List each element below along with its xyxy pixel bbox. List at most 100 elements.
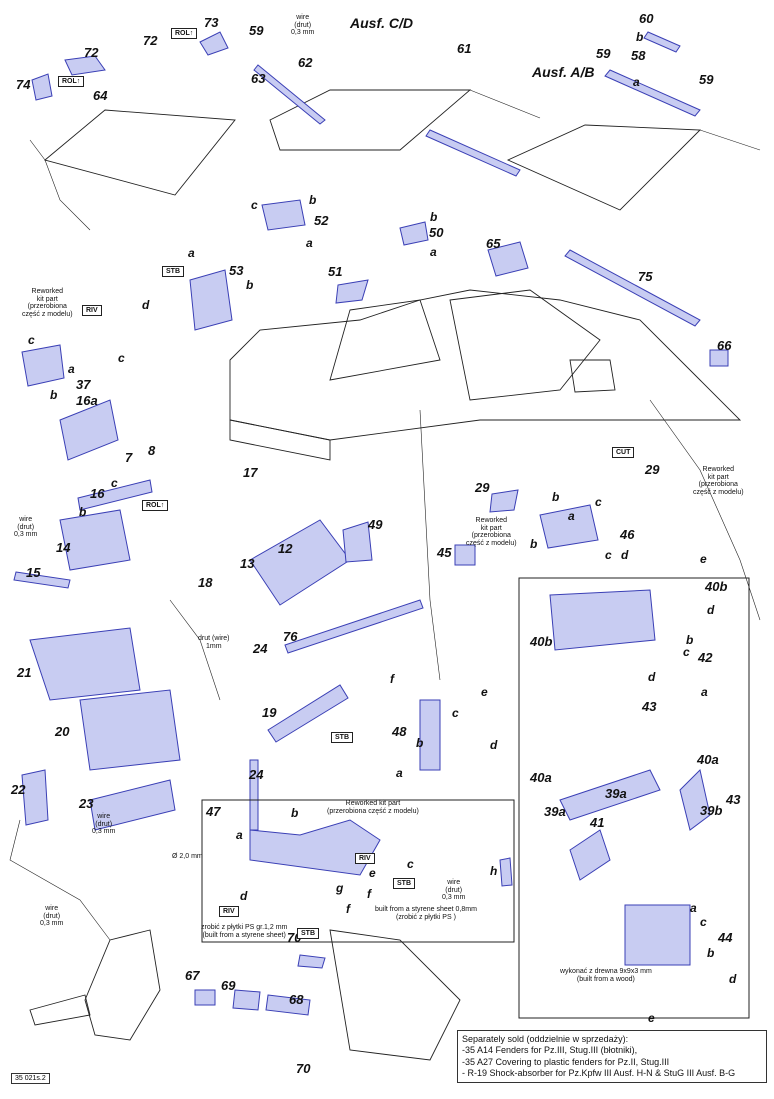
stamp-label: RIV xyxy=(82,305,102,316)
annotation-text: wykonać z drewna 9x9x3 mm (built from a … xyxy=(560,968,652,983)
part-label: g xyxy=(336,881,344,895)
part-label: 53 xyxy=(229,263,244,278)
part-label: 66 xyxy=(717,338,732,353)
annotation-text: built from a styrene sheet 0,8mm (zrobić… xyxy=(375,906,477,921)
title-ausf-ab: Ausf. A/B xyxy=(532,64,595,80)
annotation-text: Reworked kit part (przerobiona część z m… xyxy=(466,517,517,548)
part-label: d xyxy=(142,298,150,312)
note-item: -35 A14 Fenders for Pz.III, Stug.III (bł… xyxy=(462,1045,638,1056)
part-label: 16a xyxy=(76,393,98,408)
annotation-text: wire (drut) 0,3 mm xyxy=(92,813,116,836)
annotation-text: drut (wire) 1mm xyxy=(198,635,230,650)
part-label: 16 xyxy=(90,486,105,501)
part-47-h xyxy=(499,857,513,887)
part-48 xyxy=(419,699,441,771)
part-label: 13 xyxy=(240,556,255,571)
note-item: -35 A27 Covering to plastic fenders for … xyxy=(462,1056,670,1067)
part-22 xyxy=(21,769,49,826)
part-61 xyxy=(425,129,521,177)
part-label: c xyxy=(251,198,258,212)
part-16a xyxy=(59,399,119,461)
part-74 xyxy=(31,73,53,101)
transmission-cover xyxy=(329,929,461,1061)
gun-barrel xyxy=(29,994,91,1026)
part-label: a xyxy=(396,766,403,780)
part-label: b xyxy=(416,736,424,750)
part-label: 29 xyxy=(475,480,490,495)
part-76 xyxy=(284,599,424,654)
separately-sold-note: Separately sold (oddzielnie w sprzedaży)… xyxy=(457,1030,767,1083)
part-label: 40a xyxy=(530,770,552,785)
part-label: 62 xyxy=(298,55,313,70)
part-label: 39b xyxy=(700,803,723,818)
part-49 xyxy=(342,521,373,563)
part-label: 21 xyxy=(17,665,32,680)
part-45 xyxy=(454,544,476,566)
part-21 xyxy=(29,627,141,701)
part-label: 48 xyxy=(392,724,407,739)
gun-mantlet xyxy=(84,929,161,1041)
part-label: 52 xyxy=(314,213,329,228)
part-label: a xyxy=(568,509,575,523)
part-47-b xyxy=(249,819,381,876)
part-label: 24 xyxy=(249,767,264,782)
part-16 xyxy=(77,479,153,511)
part-label: d xyxy=(707,603,715,617)
part-label: 24 xyxy=(253,641,268,656)
hull-edge xyxy=(469,89,541,119)
part-label: d xyxy=(240,889,248,903)
part-label: 8 xyxy=(148,443,156,458)
part-label: e xyxy=(648,1011,655,1025)
part-69 xyxy=(232,989,261,1011)
annotation-text: wire (drut) 0,3 mm xyxy=(14,516,38,539)
part-39a xyxy=(569,829,611,881)
annotation-text: Ø 2,0 mm xyxy=(172,853,203,860)
part-label: 59 xyxy=(249,23,264,38)
part-label: e xyxy=(700,552,707,566)
part-label: d xyxy=(490,738,498,752)
part-label: 47 xyxy=(206,804,221,819)
part-70 xyxy=(297,954,326,969)
part-label: f xyxy=(367,887,371,901)
part-63 xyxy=(253,64,326,125)
stamp-label: ROL↑ xyxy=(58,76,85,87)
part-label: 59 xyxy=(699,72,714,87)
stamp-label: CUT xyxy=(612,447,635,458)
part-label: 59 xyxy=(596,46,611,61)
part-label: f xyxy=(346,902,350,916)
part-label: c xyxy=(111,476,118,490)
part-label: 17 xyxy=(243,465,258,480)
part-label: 49 xyxy=(368,517,383,532)
stamp-label: ROL↑ xyxy=(142,500,169,511)
part-label: 72 xyxy=(143,33,158,48)
radio-box xyxy=(569,359,616,393)
part-label: 65 xyxy=(486,236,501,251)
part-40b xyxy=(549,589,656,651)
part-label: b xyxy=(686,633,694,647)
part-53 xyxy=(189,269,233,331)
title-ausf-cd: Ausf. C/D xyxy=(350,15,413,31)
part-label: 45 xyxy=(437,545,452,560)
part-label: 29 xyxy=(645,462,660,477)
part-label: f xyxy=(390,672,394,686)
annotation-text: zrobić z płytki PS gr.1,2 mm (built from… xyxy=(201,924,288,939)
stamp-label: ROL↑ xyxy=(171,28,198,39)
part-label: b xyxy=(430,210,438,224)
part-label: c xyxy=(595,495,602,509)
stamp-label: STB xyxy=(393,878,415,889)
part-60 xyxy=(643,31,681,53)
part-label: 37 xyxy=(76,377,91,392)
part-39b xyxy=(679,769,711,831)
part-51 xyxy=(335,279,369,304)
part-label: 39a xyxy=(605,786,627,801)
part-label: a xyxy=(68,362,75,376)
part-label: 72 xyxy=(84,45,99,60)
note-item: - R-19 Shock-absorber for Pz.Kpfw III Au… xyxy=(462,1067,736,1078)
part-label: a xyxy=(188,246,195,260)
engine-deck-plate-a-b xyxy=(506,124,702,211)
part-label: b xyxy=(50,388,58,402)
wire-leader xyxy=(169,599,221,701)
part-label: b xyxy=(291,806,299,820)
part-label: 70 xyxy=(296,1061,311,1076)
